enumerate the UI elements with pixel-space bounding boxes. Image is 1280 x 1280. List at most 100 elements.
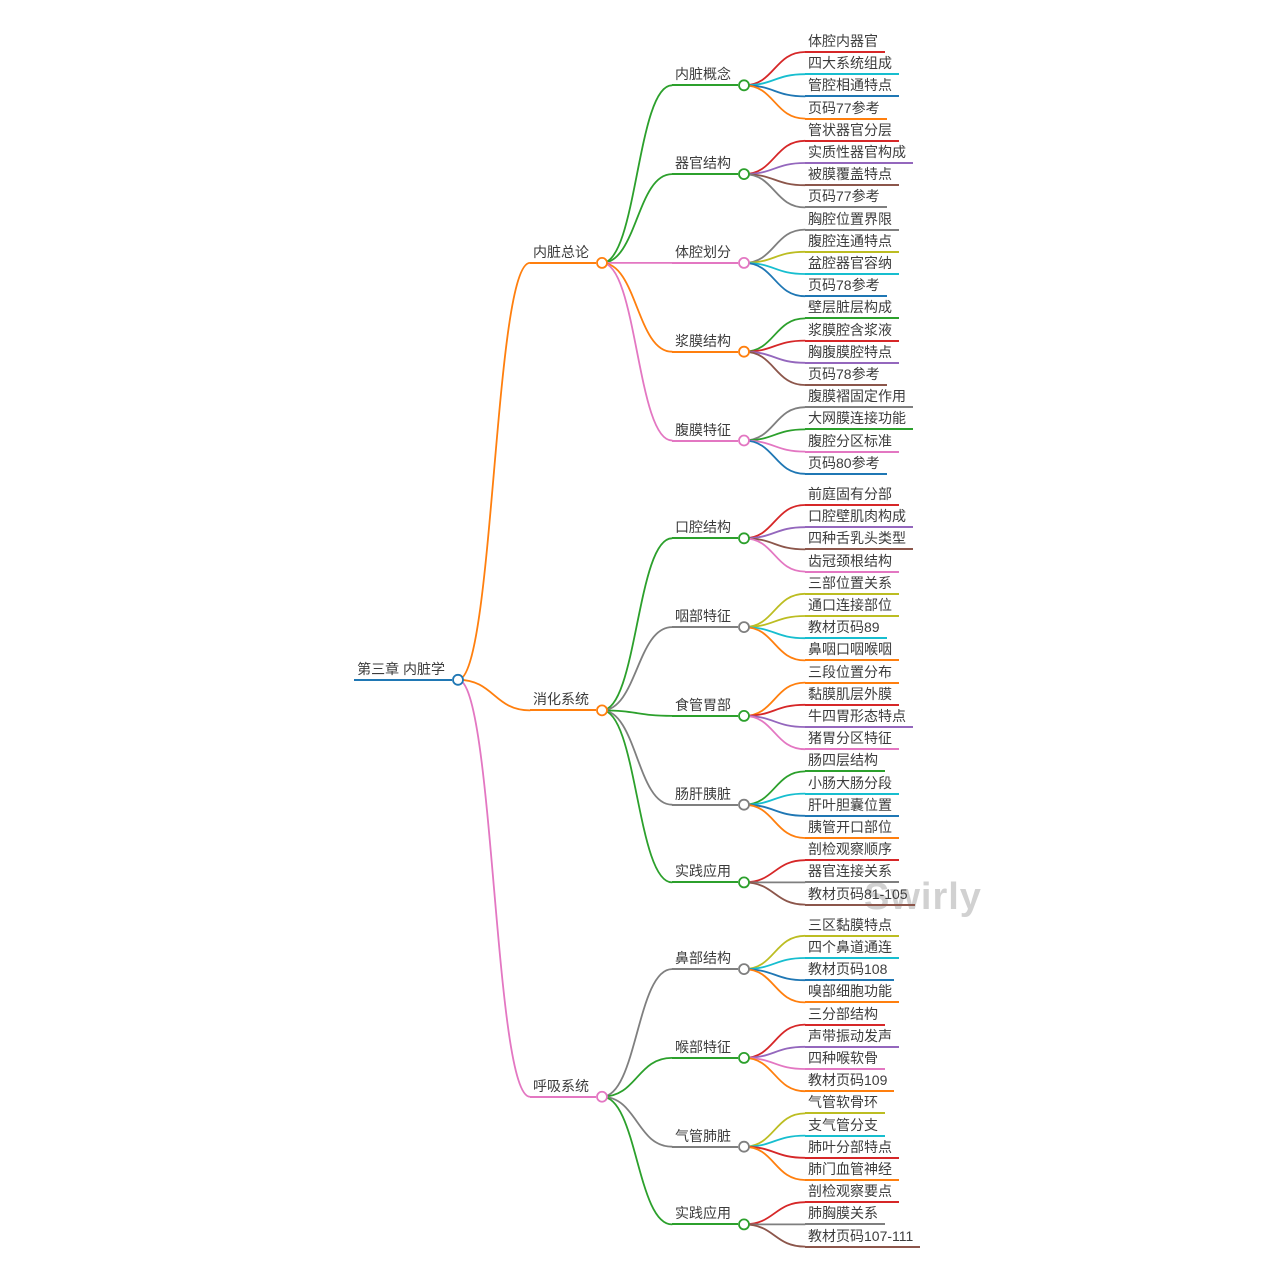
mindmap-toggle-circle[interactable] [738, 1052, 750, 1064]
mindmap-leaf-node[interactable]: 三部位置关系 [805, 573, 899, 595]
mindmap-leaf-node[interactable]: 口腔壁肌肉构成 [805, 506, 913, 529]
mindmap-leaf-node[interactable]: 管腔相通特点 [805, 75, 899, 98]
mindmap-root-node[interactable]: 第三章 内脏学 [354, 659, 452, 681]
mindmap-leaf-node[interactable]: 黏膜肌层外膜 [805, 684, 899, 706]
mindmap-branch-node[interactable]: 呼吸系统 [530, 1076, 596, 1098]
mindmap-branch-node[interactable]: 器官结构 [672, 153, 738, 176]
mindmap-leaf-node[interactable]: 牛四胃形态特点 [805, 706, 913, 728]
mindmap-toggle-circle[interactable] [738, 798, 750, 811]
mindmap-leaf-node[interactable]: 三分部结构 [805, 1004, 885, 1026]
mindmap-branch-node[interactable]: 实践应用 [672, 1203, 738, 1226]
mindmap-leaf-node[interactable]: 腹腔连通特点 [805, 231, 899, 253]
mindmap-toggle-circle[interactable] [738, 345, 750, 358]
mindmap-toggle-circle[interactable] [738, 79, 750, 92]
mindmap-leaf-node[interactable]: 被膜覆盖特点 [805, 164, 899, 187]
mindmap-leaf-node[interactable]: 齿冠颈根结构 [805, 551, 899, 573]
mindmap-leaf-node[interactable]: 肠四层结构 [805, 750, 885, 773]
mindmap-link [601, 1057, 673, 1098]
mindmap-branch-node[interactable]: 肠肝胰脏 [672, 784, 738, 806]
mindmap-toggle-circle[interactable] [596, 256, 608, 269]
mindmap-toggle-circle[interactable] [452, 673, 464, 686]
mindmap-leaf-node[interactable]: 腹腔分区标准 [805, 431, 899, 453]
mindmap-link [743, 1057, 806, 1093]
mindmap-leaf-node[interactable]: 器官连接关系 [805, 861, 899, 884]
mindmap-toggle-circle[interactable] [596, 1090, 608, 1103]
mindmap-leaf-node[interactable]: 三区黏膜特点 [805, 915, 899, 937]
mindmap-toggle-circle[interactable] [738, 963, 750, 975]
mindmap-branch-node[interactable]: 气管肺脏 [672, 1126, 738, 1148]
mindmap-leaf-node[interactable]: 肝叶胆囊位置 [805, 795, 899, 817]
mindmap-leaf-node[interactable]: 大网膜连接功能 [805, 408, 913, 431]
mindmap-branch-node[interactable]: 咽部特征 [672, 606, 738, 629]
mindmap-branch-node[interactable]: 腹膜特征 [672, 420, 738, 442]
mindmap-leaf-node[interactable]: 教材页码81-105 [805, 884, 915, 906]
mindmap-link [743, 1223, 806, 1248]
mindmap-leaf-node[interactable]: 四种喉软骨 [805, 1048, 885, 1070]
mindmap-branch-node[interactable]: 浆膜结构 [672, 331, 738, 353]
mindmap-toggle-circle[interactable] [738, 621, 750, 633]
mindmap-leaf-node[interactable]: 教材页码89 [805, 617, 887, 640]
mindmap-leaf-node[interactable]: 小肠大肠分段 [805, 773, 899, 795]
mindmap-leaf-node[interactable]: 胰管开口部位 [805, 817, 899, 839]
mindmap-branch-node[interactable]: 消化系统 [530, 689, 596, 712]
mindmap-leaf-node[interactable]: 页码78参考 [805, 364, 887, 386]
mindmap-branch-node[interactable]: 体腔划分 [672, 242, 738, 264]
mindmap-leaf-node[interactable]: 四大系统组成 [805, 53, 899, 76]
mindmap-leaf-node[interactable]: 页码78参考 [805, 275, 887, 298]
mindmap-link [743, 968, 806, 1004]
mindmap-leaf-node[interactable]: 气管软骨环 [805, 1092, 885, 1115]
mindmap-toggle-circle[interactable] [738, 168, 750, 181]
mindmap-leaf-node[interactable]: 肺门血管神经 [805, 1159, 899, 1181]
mindmap-leaf-node[interactable]: 肺胸膜关系 [805, 1203, 885, 1226]
mindmap-link [601, 1095, 673, 1226]
mindmap-leaf-node[interactable]: 教材页码108 [805, 959, 895, 982]
mindmap-leaf-node[interactable]: 实质性器官构成 [805, 142, 913, 164]
mindmap-leaf-node[interactable]: 腹膜褶固定作用 [805, 386, 913, 409]
mindmap-toggle-circle[interactable] [738, 532, 750, 545]
mindmap-leaf-node[interactable]: 猪胃分区特征 [805, 728, 899, 751]
mindmap-branch-node[interactable]: 喉部特征 [672, 1037, 738, 1059]
mindmap-leaf-node[interactable]: 页码77参考 [805, 186, 887, 209]
mindmap-branch-node[interactable]: 内脏总论 [530, 242, 596, 264]
mindmap-leaf-node[interactable]: 四种舌乳头类型 [805, 528, 913, 551]
mindmap-toggle-circle[interactable] [738, 710, 750, 722]
mindmap-leaf-node[interactable]: 剖检观察顺序 [805, 839, 899, 862]
mindmap-leaf-node[interactable]: 管状器官分层 [805, 120, 899, 142]
mindmap-toggle-circle[interactable] [738, 434, 750, 447]
mindmap-leaf-node[interactable]: 页码77参考 [805, 98, 887, 120]
mindmap-leaf-node[interactable]: 剖检观察要点 [805, 1181, 899, 1204]
mindmap-leaf-node[interactable]: 嗅部细胞功能 [805, 981, 899, 1004]
mindmap-branch-node[interactable]: 实践应用 [672, 861, 738, 884]
mindmap-toggle-circle[interactable] [738, 1140, 750, 1153]
mindmap-leaf-node[interactable]: 胸腔位置界限 [805, 209, 899, 231]
mindmap-branch-node[interactable]: 口腔结构 [672, 517, 738, 540]
mindmap-leaf-node[interactable]: 页码80参考 [805, 453, 887, 475]
mindmap-leaf-node[interactable]: 盆腔器官容纳 [805, 253, 899, 275]
mindmap-branch-node[interactable]: 鼻部结构 [672, 948, 738, 971]
mindmap-leaf-node[interactable]: 教材页码109 [805, 1070, 895, 1093]
mindmap-leaf-node[interactable]: 通口连接部位 [805, 595, 899, 617]
mindmap-leaf-node[interactable]: 三段位置分布 [805, 662, 899, 684]
mindmap-link [743, 859, 806, 884]
mindmap-toggle-circle[interactable] [738, 876, 750, 889]
mindmap-leaf-node[interactable]: 前庭固有分部 [805, 484, 899, 506]
mindmap-toggle-circle[interactable] [596, 704, 608, 717]
mindmap-leaf-node[interactable]: 四个鼻道通连 [805, 937, 899, 959]
mindmap-link [457, 678, 531, 1098]
mindmap-branch-node[interactable]: 内脏概念 [672, 64, 738, 87]
mindmap-leaf-node[interactable]: 支气管分支 [805, 1115, 885, 1137]
mindmap-leaf-node[interactable]: 壁层脏层构成 [805, 297, 899, 320]
mindmap-leaf-node[interactable]: 声带振动发声 [805, 1026, 899, 1048]
mindmap-leaf-node[interactable]: 浆膜腔含浆液 [805, 320, 899, 342]
mindmap-leaf-node[interactable]: 体腔内器官 [805, 31, 885, 53]
mindmap-link [601, 262, 673, 442]
mindmap-link [743, 803, 806, 839]
mindmap-toggle-circle[interactable] [738, 1218, 750, 1231]
mindmap-leaf-node[interactable]: 鼻咽口咽喉咽 [805, 639, 899, 662]
mindmap-leaf-node[interactable]: 教材页码107-111 [805, 1226, 921, 1248]
mindmap-toggle-circle[interactable] [738, 256, 750, 269]
mindmap-link [743, 173, 806, 209]
mindmap-branch-node[interactable]: 食管胃部 [672, 695, 738, 717]
mindmap-leaf-node[interactable]: 肺叶分部特点 [805, 1137, 899, 1159]
mindmap-leaf-node[interactable]: 胸腹膜腔特点 [805, 342, 899, 364]
